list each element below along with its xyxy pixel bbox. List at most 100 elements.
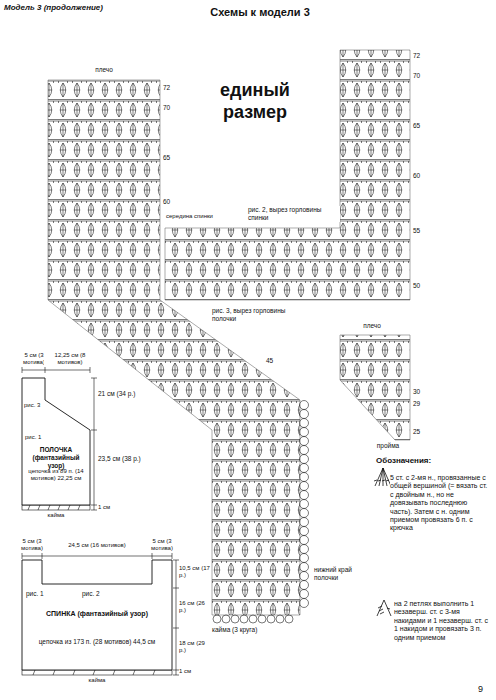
row-number: 25	[413, 428, 427, 436]
border-strip	[22, 505, 172, 675]
dimension-label: 21 см (34 р.)	[98, 390, 142, 398]
row-number: 60	[413, 172, 427, 180]
scallop	[300, 509, 309, 518]
front-chart	[48, 80, 300, 615]
row-number: 70	[163, 104, 177, 112]
chart-caption: рис. 3, вырез горловины полочки	[212, 307, 292, 323]
shape-label: рис. 1	[25, 434, 55, 441]
dimension-label: 10,5 см (17 р.)	[179, 565, 211, 579]
shape-label: рис. 1	[26, 590, 56, 598]
dimension-label: 18 см (29 р.)	[179, 640, 211, 654]
scallop	[300, 536, 309, 545]
part-label: плечо	[352, 322, 392, 330]
shape-outline	[22, 378, 90, 505]
shape-label: цепочка из 173 п. (28 мотивов) 44,5 см	[32, 638, 162, 646]
scallop	[300, 428, 309, 437]
scallop	[300, 401, 309, 410]
part-label: пройма	[368, 442, 408, 450]
row-number: 72	[413, 52, 427, 60]
dimension-label: 12,25 см (8 мотивов)	[44, 352, 96, 366]
scallop	[300, 446, 309, 455]
scallop	[300, 482, 309, 491]
scallop	[300, 527, 309, 536]
scallop	[300, 464, 309, 473]
scallop	[267, 615, 275, 623]
part-label: нижний край полочки	[314, 566, 360, 582]
back-chart	[165, 50, 410, 300]
back-schematic: рис. 1 рис. 2 СПИНКА (фантазийный узор) цеп…	[22, 560, 172, 670]
row-number: 60	[163, 198, 177, 206]
legend-text: на 2 петлях выполнить 1 незаверш. ст. с …	[394, 600, 490, 642]
row-number: 50	[413, 282, 427, 290]
dimension-label: 1 см	[98, 504, 128, 511]
shape-outline	[22, 378, 90, 505]
scallop	[300, 590, 309, 599]
part-label: кайма	[36, 512, 76, 519]
scallop	[300, 491, 309, 500]
scallop	[300, 473, 309, 482]
dimension-label: 5 см (3 мотива)	[11, 538, 53, 552]
stitch-symbol	[377, 600, 391, 616]
scallop	[285, 615, 293, 623]
scallop	[300, 563, 309, 572]
front-schematic: рис. 3 рис. 1 ПОЛОЧКА (фантазийный узор)це…	[22, 378, 90, 505]
border-strip	[22, 670, 172, 675]
scallop	[300, 518, 309, 527]
part-name: ПОЛОЧКА (фантазийный узор)	[24, 446, 88, 469]
part-label: кайма (3 круга)	[212, 626, 292, 634]
row-number: 55	[413, 227, 427, 235]
scallop	[300, 410, 309, 419]
scallop	[300, 545, 309, 554]
page-header: Модель 3 (продолжение)	[4, 3, 164, 13]
chart-region	[48, 50, 410, 615]
size-note: единый размер	[200, 80, 310, 123]
dimension-line	[22, 367, 90, 373]
scallop	[249, 615, 257, 623]
row-number: 29	[413, 400, 427, 408]
shape-label: рис. 3	[24, 402, 45, 409]
dimension-line	[22, 553, 172, 559]
scallop	[258, 615, 266, 623]
armhole-chart	[340, 335, 410, 440]
row-number: 65	[413, 122, 427, 130]
scallop	[300, 554, 309, 563]
part-label: середина спинки	[166, 213, 236, 220]
dimension-label: 23,5 см (38 р.)	[98, 455, 144, 463]
legend-text: 5 ст. с 2-мя н., провязанные с общей вер…	[390, 474, 490, 533]
row-number: 70	[413, 72, 427, 80]
page-number: 9	[478, 684, 492, 695]
part-label: кайма	[77, 677, 117, 684]
dimension-label: 16 см (26 р.)	[179, 600, 211, 614]
dimension-label: 24,5 см (16 мотивов)	[52, 542, 142, 549]
dimension-label: 1 см	[179, 668, 209, 675]
shape-label: рис. 2	[82, 590, 112, 598]
shape-label: цепочка из 89 п. (14 мотивов) 22,25 см	[24, 468, 88, 482]
row-number: 65	[163, 154, 177, 162]
row-number: 72	[163, 84, 177, 92]
scallop	[222, 615, 230, 623]
scallop	[300, 419, 309, 428]
page-title: Схемы к модели 3	[150, 6, 370, 19]
chart-caption: рис. 2, вырез горловины спинки	[248, 206, 340, 222]
scallop	[276, 615, 284, 623]
shape-outline	[22, 560, 172, 670]
scallop	[213, 615, 221, 623]
scallop	[300, 599, 309, 608]
scallop	[300, 572, 309, 581]
scallop	[300, 500, 309, 509]
border-scallops	[213, 401, 309, 624]
scallop	[300, 437, 309, 446]
part-label: плечо	[84, 66, 124, 74]
legend-heading: Обозначения:	[376, 456, 476, 466]
row-number: 45	[266, 357, 280, 365]
scallop	[231, 615, 239, 623]
part-name: СПИНКА (фантазийный узор)	[32, 610, 162, 618]
dimension-lines	[22, 367, 179, 675]
scallop	[300, 455, 309, 464]
row-number: 30	[413, 388, 427, 396]
scallop	[240, 615, 248, 623]
scallop	[300, 581, 309, 590]
dimension-label: 5 см (3 мотива)	[141, 538, 183, 552]
dimension-line	[91, 378, 97, 510]
